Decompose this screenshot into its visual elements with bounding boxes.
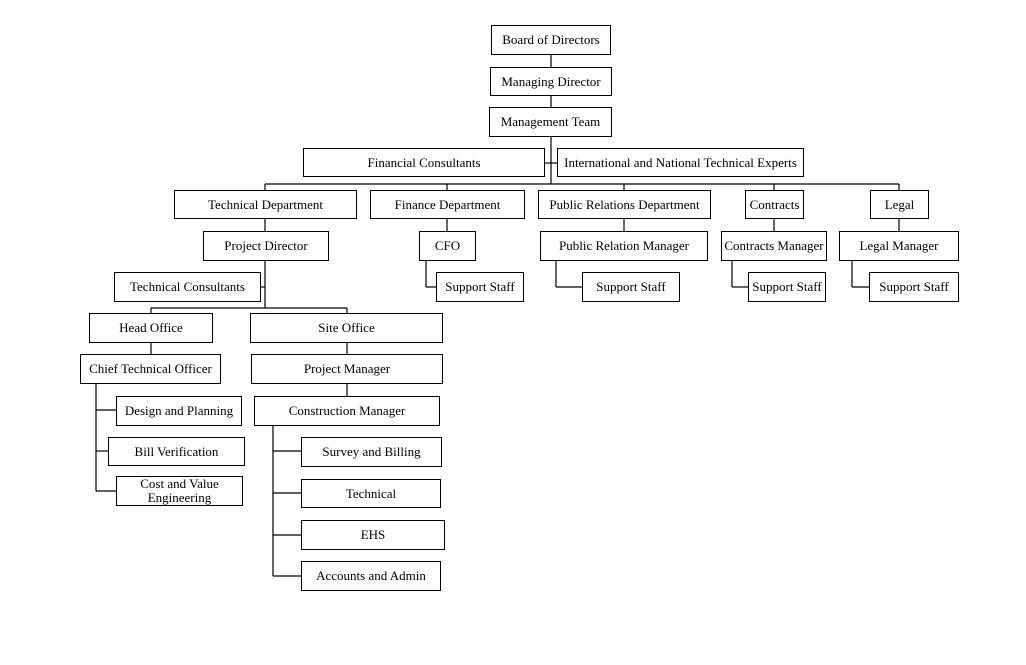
node-support-staff-pr: Support Staff: [582, 272, 680, 302]
node-cost-and-value-engineering: Cost and Value Engineering: [116, 476, 243, 506]
node-label: Management Team: [500, 114, 601, 129]
node-label: Survey and Billing: [322, 444, 421, 459]
node-label: Support Staff: [879, 279, 949, 294]
node-label: Construction Manager: [288, 403, 406, 418]
node-label: Public Relations Department: [549, 196, 700, 212]
node-label: Site Office: [318, 320, 375, 335]
node-label: Legal: [884, 196, 915, 212]
node-site-office: Site Office: [250, 313, 443, 343]
node-label: International and National Technical Exp…: [564, 154, 797, 170]
node-legal-manager: Legal Manager: [839, 231, 959, 261]
node-cfo: CFO: [419, 231, 476, 261]
node-project-manager: Project Manager: [251, 354, 443, 384]
node-public-relations-department: Public Relations Department: [538, 190, 711, 219]
node-technical: Technical: [301, 479, 441, 508]
node-label: Technical Department: [208, 196, 323, 212]
node-contracts: Contracts: [745, 190, 804, 219]
node-legal: Legal: [870, 190, 929, 219]
node-label: EHS: [360, 527, 386, 542]
node-technical-department: Technical Department: [174, 190, 357, 219]
node-head-office: Head Office: [89, 313, 213, 343]
node-label: Support Staff: [596, 279, 666, 294]
node-label: Bill Verification: [134, 443, 219, 459]
node-label: Board of Directors: [502, 32, 600, 47]
node-support-staff-contracts: Support Staff: [748, 272, 826, 302]
node-label: Chief Technical Officer: [89, 361, 212, 376]
node-label: Contracts Manager: [724, 238, 824, 253]
node-ehs: EHS: [301, 520, 445, 550]
node-project-director: Project Director: [203, 231, 329, 261]
node-label: Project Director: [224, 238, 308, 253]
node-label: Accounts and Admin: [316, 568, 426, 583]
node-technical-consultants: Technical Consultants: [114, 272, 261, 302]
node-finance-department: Finance Department: [370, 190, 525, 219]
node-label: CFO: [434, 238, 461, 253]
node-label: Head Office: [119, 320, 183, 335]
node-label: Managing Director: [501, 73, 601, 89]
node-label: Technical: [345, 485, 397, 501]
node-board-of-directors: Board of Directors: [491, 25, 611, 55]
node-label: Technical Consultants: [130, 279, 245, 294]
node-label: Legal Manager: [859, 238, 939, 253]
node-label: Project Manager: [303, 361, 391, 376]
node-survey-and-billing: Survey and Billing: [301, 437, 442, 467]
node-label: Design and Planning: [124, 403, 234, 418]
node-accounts-and-admin: Accounts and Admin: [301, 561, 441, 591]
node-managing-director: Managing Director: [490, 67, 612, 96]
node-support-staff-finance: Support Staff: [436, 272, 524, 302]
node-bill-verification: Bill Verification: [108, 437, 245, 466]
node-public-relation-manager: Public Relation Manager: [540, 231, 708, 261]
node-label: Finance Department: [394, 196, 501, 212]
node-label: Contracts: [749, 196, 800, 212]
node-label: Support Staff: [752, 279, 822, 294]
node-management-team: Management Team: [489, 107, 612, 137]
node-label: Support Staff: [445, 279, 515, 294]
node-label: Public Relation Manager: [559, 238, 689, 253]
node-contracts-manager: Contracts Manager: [721, 231, 827, 261]
node-international-national-experts: International and National Technical Exp…: [557, 148, 804, 177]
node-label: Cost and Value Engineering: [140, 476, 219, 505]
node-label: Financial Consultants: [367, 154, 481, 170]
node-construction-manager: Construction Manager: [254, 396, 440, 426]
node-support-staff-legal: Support Staff: [869, 272, 959, 302]
node-financial-consultants: Financial Consultants: [303, 148, 545, 177]
node-design-and-planning: Design and Planning: [116, 396, 242, 426]
node-chief-technical-officer: Chief Technical Officer: [80, 354, 221, 384]
